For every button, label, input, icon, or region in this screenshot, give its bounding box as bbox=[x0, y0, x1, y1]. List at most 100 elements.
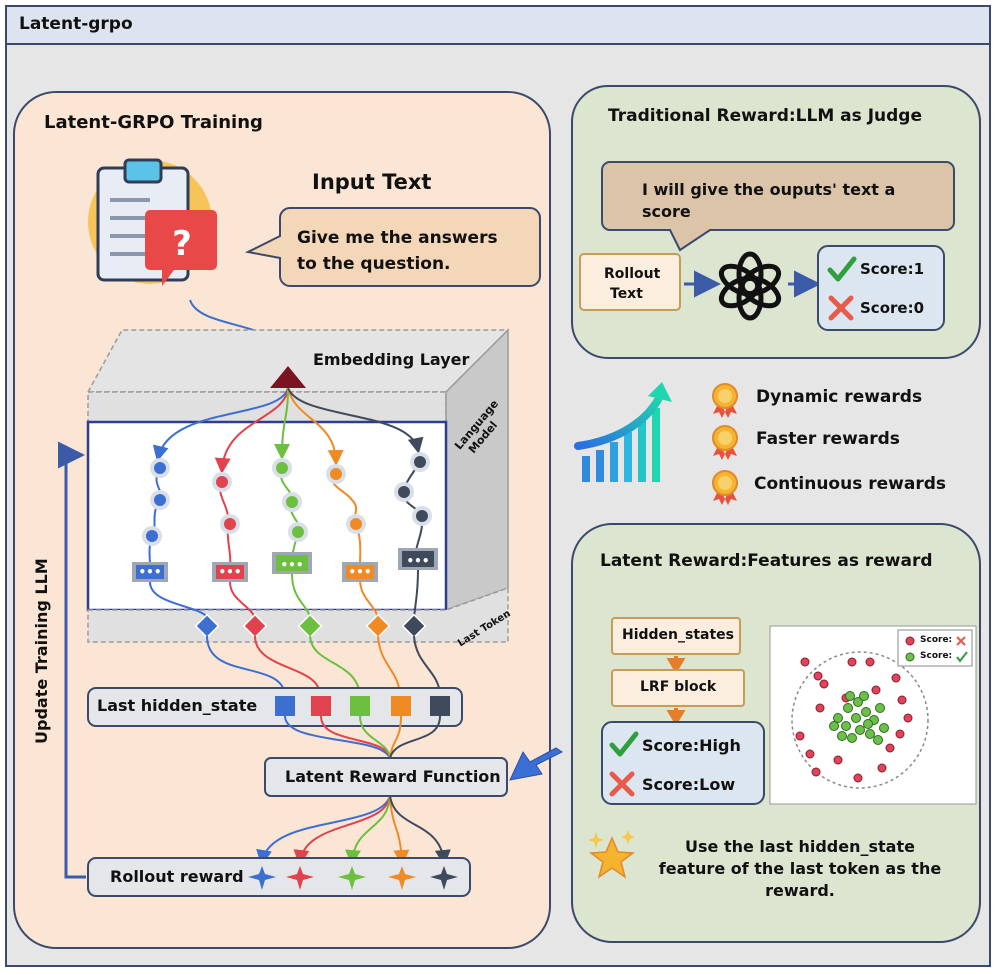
token-path-red: ••• bbox=[212, 472, 248, 582]
token-to-diamond-blue bbox=[149, 581, 209, 619]
decision-boundary bbox=[791, 651, 929, 789]
fanout-blue bbox=[256, 795, 391, 866]
hidden-to-lrf-arrow bbox=[666, 656, 686, 674]
score-zero-label: Score:0 bbox=[860, 299, 925, 317]
latent-description-line-3: reward. bbox=[765, 881, 835, 900]
openai-logo-icon bbox=[718, 251, 782, 321]
legend-check-icon bbox=[956, 651, 968, 663]
latent-panel-title: Latent Reward:Features as reward bbox=[600, 551, 933, 571]
rollout-text-box bbox=[579, 253, 681, 311]
sparkle-star-icon bbox=[588, 830, 636, 879]
input-bubble-line-1: Give me the answers bbox=[297, 228, 498, 248]
branch-red bbox=[214, 387, 289, 474]
latent-description-line-1: Use the last hidden_state bbox=[685, 837, 915, 856]
latent-to-function-arrow bbox=[509, 747, 563, 781]
scatter-red-points bbox=[795, 657, 913, 783]
embedding-node bbox=[270, 366, 306, 388]
input-text-title: Input Text bbox=[312, 170, 432, 194]
window-title: Latent-grpo bbox=[19, 14, 133, 34]
last-token-diamonds bbox=[194, 613, 427, 639]
legend-green-marker bbox=[905, 652, 915, 662]
medal-icon bbox=[712, 425, 738, 460]
hidden-square-red bbox=[311, 696, 331, 716]
latent-score-box bbox=[601, 721, 765, 805]
benefit-dynamic: Dynamic rewards bbox=[756, 387, 923, 407]
growth-chart-icon bbox=[574, 382, 672, 482]
legend-bad-label: Score: bbox=[920, 635, 953, 645]
medal-icon bbox=[712, 383, 738, 418]
svg-text:•••: ••• bbox=[218, 565, 241, 579]
converge-red bbox=[320, 715, 391, 759]
title-bar: Latent-grpo bbox=[7, 7, 989, 45]
hidden-square-blue bbox=[275, 696, 295, 716]
rollout-text-line-2: Text bbox=[610, 286, 643, 302]
fanout-red bbox=[293, 795, 391, 866]
scatter-green-points bbox=[829, 691, 889, 745]
converge-dark bbox=[389, 715, 441, 759]
svg-text:•••: ••• bbox=[348, 565, 371, 579]
hidden-square-orange bbox=[391, 696, 411, 716]
input-bubble-line-2: to the question. bbox=[297, 254, 451, 274]
svg-text:•••: ••• bbox=[406, 554, 429, 568]
latent-reward-function-label: Latent Reward Function bbox=[285, 767, 501, 786]
model-box-bottom bbox=[87, 586, 509, 643]
diamond-to-square-green bbox=[309, 635, 361, 695]
score-box bbox=[817, 245, 945, 331]
token-path-dark: ••• bbox=[394, 452, 438, 570]
hidden-square-green bbox=[350, 696, 370, 716]
token-path-blue: ••• bbox=[132, 458, 170, 582]
hidden-square-dark bbox=[430, 696, 450, 716]
latent-reward-function-box bbox=[264, 757, 508, 797]
benefit-faster: Faster rewards bbox=[756, 429, 900, 449]
update-training-label: Update Training LLM bbox=[32, 558, 51, 744]
token-path-green: ••• bbox=[272, 458, 312, 574]
lrf-to-score-arrow bbox=[666, 708, 686, 726]
legend-red-marker bbox=[905, 636, 915, 646]
fanout-green bbox=[345, 795, 391, 866]
fanout-dark bbox=[389, 795, 451, 866]
latent-description-line-2: feature of the last token as the bbox=[658, 859, 942, 878]
last-hidden-state-label: Last hidden_state bbox=[97, 696, 258, 715]
cross-icon bbox=[609, 771, 635, 797]
token-to-diamond-red bbox=[229, 581, 256, 619]
check-icon bbox=[827, 256, 857, 282]
judge-bubble-line-1: I will give the ouputs' text a bbox=[642, 180, 896, 199]
traditional-panel-title: Traditional Reward:LLM as Judge bbox=[608, 106, 922, 126]
fanout-orange bbox=[389, 795, 410, 866]
rollout-reward-label: Rollout reward bbox=[110, 867, 244, 886]
svg-text:•••: ••• bbox=[138, 565, 161, 579]
converge-blue bbox=[284, 715, 391, 759]
token-path-orange: ••• bbox=[326, 464, 378, 582]
embedding-layer-label: Embedding Layer bbox=[313, 350, 470, 369]
converge-green bbox=[359, 715, 391, 759]
rollout-text-line-1: Rollout bbox=[604, 266, 661, 282]
score-one-label: Score:1 bbox=[860, 260, 925, 278]
benefit-continuous: Continuous rewards bbox=[754, 474, 946, 494]
branch-blue bbox=[152, 387, 289, 462]
lrf-block-label: LRF block bbox=[640, 679, 717, 695]
score-high-label: Score:High bbox=[642, 736, 741, 755]
judge-bubble-line-2: score bbox=[642, 202, 691, 221]
model-box-band-top bbox=[87, 391, 447, 423]
reward-stars bbox=[248, 866, 458, 890]
branch-green bbox=[274, 387, 291, 460]
cross-icon bbox=[828, 295, 854, 321]
hidden-states-label: Hidden_states bbox=[622, 627, 735, 643]
branch-dark bbox=[287, 387, 424, 454]
score-low-label: Score:Low bbox=[642, 775, 736, 794]
legend-good-label: Score: bbox=[920, 651, 953, 661]
diamond-to-square-blue bbox=[206, 635, 286, 695]
lrf-block-box bbox=[611, 669, 745, 707]
svg-text:?: ? bbox=[172, 224, 192, 264]
left-panel-title: Latent-GRPO Training bbox=[44, 112, 263, 133]
update-loop-arrow bbox=[58, 441, 86, 879]
hidden-states-box bbox=[611, 617, 741, 655]
svg-text:•••: ••• bbox=[280, 558, 303, 572]
diamond-to-square-red bbox=[254, 635, 321, 695]
judge-bubble bbox=[601, 161, 955, 252]
latent-description: Use the last hidden_state feature of the… bbox=[645, 836, 955, 902]
rollout-reward-bar bbox=[87, 857, 471, 897]
branch-orange bbox=[287, 387, 344, 466]
legend-cross-icon bbox=[956, 636, 966, 646]
